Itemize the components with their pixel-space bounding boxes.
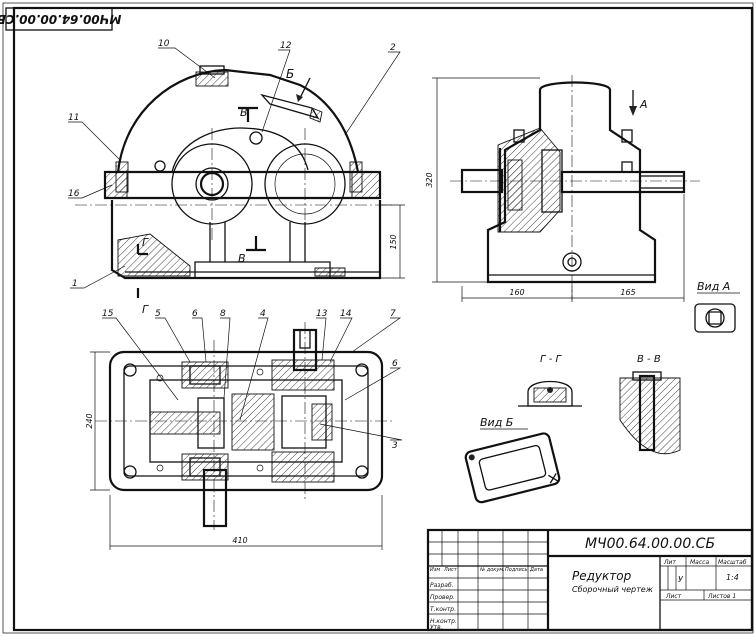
section-vv: В - В [619, 354, 681, 455]
callout-4: 4 [260, 309, 266, 319]
label-sheets: Листов 1 [707, 593, 736, 600]
col-date: Дата [529, 567, 543, 573]
view-a: Вид А [694, 280, 740, 333]
label-v-top: В [240, 106, 248, 119]
callout-2: 2 [390, 43, 396, 53]
label-vid-a: Вид А [697, 280, 730, 293]
callout-6b: 6 [392, 359, 398, 369]
value-scale: 1:4 [726, 573, 739, 582]
callout-13: 13 [316, 309, 328, 319]
plan-callouts: 15 5 6 8 4 13 14 7 6 3 [102, 309, 403, 451]
header-lit: Лит [663, 559, 676, 566]
label-sheet: Лист [665, 593, 682, 600]
col-izm: Изм [430, 567, 440, 573]
callout-10: 10 [158, 39, 170, 49]
dim-165: 165 [620, 288, 635, 297]
dim-240: 240 [85, 413, 94, 428]
header-mass: Масса [690, 559, 709, 566]
callout-6a: 6 [192, 309, 198, 319]
callout-7: 7 [390, 309, 396, 319]
front-view: 150 В В Г Г Б [75, 65, 405, 316]
label-section-vv: В - В [637, 354, 661, 365]
title-doc-type: Сборочный чертеж [572, 585, 654, 594]
dim-320: 320 [425, 172, 434, 187]
title-designation: МЧ00.64.00.00.СБ [585, 536, 715, 552]
callout-14: 14 [340, 309, 352, 319]
row-razrab: Разраб. [430, 582, 454, 589]
top-stamp: МЧ00.64.00.00.СБ [0, 7, 121, 31]
callout-11: 11 [68, 113, 79, 123]
dim-410: 410 [232, 536, 247, 545]
label-g-top: Г [142, 236, 149, 249]
row-tkontr: Т.контр. [430, 606, 456, 613]
callout-16: 16 [68, 189, 80, 199]
drawing-frame [12, 6, 754, 632]
header-scale: Масштаб [718, 559, 747, 566]
front-callouts: 10 12 2 11 16 1 [68, 39, 401, 289]
row-prover: Провер. [430, 594, 455, 601]
section-gg: Г - Г [518, 354, 582, 407]
callout-5: 5 [155, 309, 161, 319]
label-g-bottom: Г [142, 303, 149, 316]
stamp-code: МЧ00.64.00.00.СБ [0, 12, 121, 26]
label-v-bottom: В [238, 252, 246, 265]
col-sign: Подпись [505, 567, 528, 573]
row-nkontr: Н.контр. [430, 618, 457, 625]
value-lit: У [678, 575, 684, 584]
col-doc: № докум. [479, 567, 505, 573]
row-utv: Утв. [430, 624, 443, 631]
dim-150: 150 [389, 234, 398, 249]
col-list: Лист [443, 567, 458, 573]
callout-15: 15 [102, 309, 114, 319]
side-view: А 320 160 165 [425, 75, 700, 302]
plan-view: 240 410 [85, 322, 395, 550]
label-b: Б [286, 67, 294, 81]
callout-12: 12 [280, 41, 292, 51]
callout-1: 1 [72, 279, 78, 289]
callout-3: 3 [392, 441, 398, 451]
dim-160: 160 [509, 288, 524, 297]
view-b: Вид Б [464, 416, 561, 504]
title-block: МЧ00.64.00.00.СБ Редуктор Сборочный черт… [426, 528, 754, 632]
title-name: Редуктор [572, 569, 632, 583]
label-a: А [639, 98, 648, 111]
label-vid-b: Вид Б [480, 416, 513, 429]
callout-8: 8 [220, 309, 226, 319]
label-section-gg: Г - Г [540, 354, 563, 365]
